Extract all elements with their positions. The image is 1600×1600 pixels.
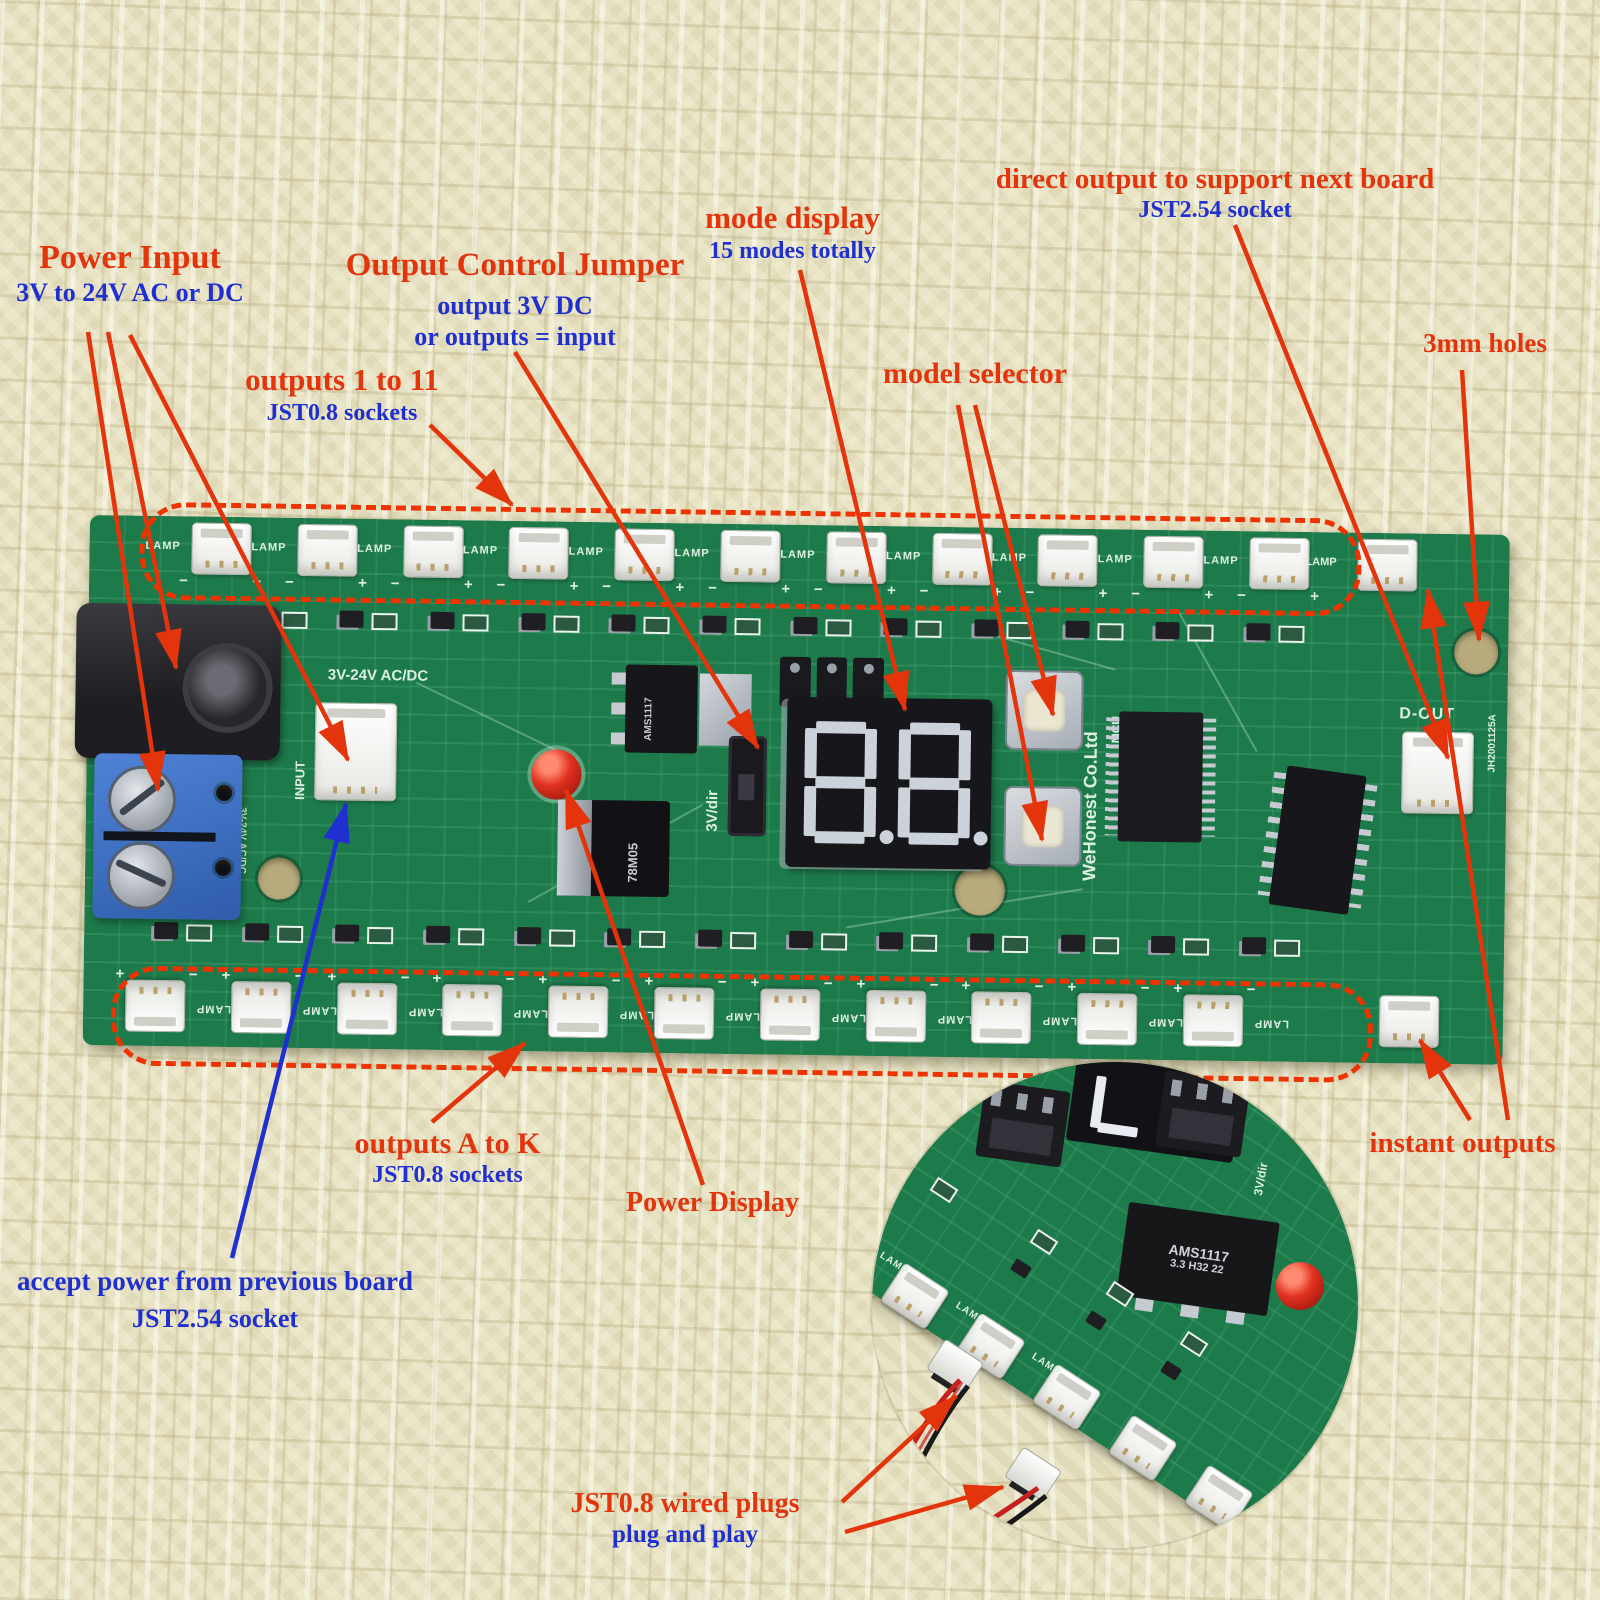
mcu-chip bbox=[1117, 711, 1204, 843]
power-led bbox=[531, 749, 582, 800]
outputs-1-11-dashed-outline bbox=[138, 501, 1363, 617]
d-out-socket bbox=[1400, 731, 1475, 815]
annotation-subtitle: JST0.8 sockets bbox=[372, 1162, 523, 1189]
annotation-instant-outputs: instant outputs bbox=[1355, 1126, 1570, 1160]
smd-components bbox=[521, 609, 583, 636]
smd-row-bottom bbox=[154, 918, 1304, 960]
annotation-wired-plugs: JST0.8 wired plugs plug and play bbox=[520, 1487, 850, 1550]
smd-components bbox=[426, 922, 488, 949]
smd-components bbox=[339, 607, 402, 634]
annotation-line1: output 3V DC bbox=[437, 290, 593, 320]
smd-components bbox=[1241, 933, 1304, 960]
output-control-jumper-block bbox=[727, 735, 767, 837]
annotation-3mm-holes: 3mm holes bbox=[1400, 328, 1570, 360]
annotation-direct-output: direct output to support next board JST2… bbox=[935, 162, 1495, 225]
annotation-line2: or outputs = input bbox=[414, 321, 616, 351]
instant-output-socket-top bbox=[1357, 538, 1418, 592]
inset-wired-plug bbox=[1003, 1446, 1063, 1502]
annotation-outputs-a-k: outputs A to K JST0.8 sockets bbox=[330, 1126, 565, 1190]
annotation-accept-power: accept power from previous board JST2.54… bbox=[0, 1266, 430, 1335]
jumper-silkscreen: 3V/dir bbox=[703, 789, 722, 832]
digit bbox=[803, 721, 894, 845]
mounting-hole-3mm bbox=[1453, 630, 1499, 675]
mounting-hole-3mm bbox=[954, 865, 1006, 916]
led-controller-board: LAMP − + LAMP − + LAMP − + LAMP − + LAMP… bbox=[74, 501, 1510, 1083]
78m05-marking: 78M05 bbox=[624, 842, 641, 883]
inset-power-led bbox=[1276, 1262, 1324, 1310]
annotation-title: Power Display bbox=[626, 1187, 799, 1218]
annotation-mode-display: mode display 15 modes totally bbox=[685, 200, 900, 265]
dc-barrel-jack bbox=[74, 602, 282, 761]
annotation-line2: JST2.54 socket bbox=[131, 1303, 299, 1333]
driver-chip bbox=[1268, 765, 1367, 915]
closeup-inset-photo: 3V/dir AMS1117 3.3 H32 22 LAMP LAMP LAMP bbox=[872, 1062, 1358, 1548]
smd-components bbox=[1151, 932, 1213, 959]
smd-components bbox=[1060, 931, 1122, 958]
annotation-model-selector: model selector bbox=[860, 356, 1090, 391]
voltage-silkscreen: 3V-24V AC/DC bbox=[327, 666, 429, 685]
screw-terminal-block bbox=[92, 753, 243, 921]
smd-components bbox=[1064, 617, 1127, 644]
annotation-subtitle: JST0.8 sockets bbox=[266, 399, 418, 426]
smd-components bbox=[974, 615, 1036, 642]
brand-silkscreen: WeHonest Co.Ltd bbox=[1078, 731, 1102, 882]
smd-components bbox=[883, 614, 946, 641]
mounting-hole-3mm bbox=[257, 857, 301, 900]
mode-display-7seg: 8.8. bbox=[785, 696, 993, 870]
instant-output-socket-bottom bbox=[1378, 995, 1440, 1048]
annotation-output-control-jumper: Output Control Jumper output 3V DC or ou… bbox=[330, 246, 700, 352]
smd-components bbox=[793, 613, 855, 640]
terminal-screw bbox=[106, 841, 176, 911]
annotation-subtitle: plug and play bbox=[612, 1521, 758, 1549]
smd-components bbox=[607, 924, 669, 951]
terminal-screw bbox=[107, 765, 177, 835]
inset-pin-header bbox=[975, 1080, 1071, 1168]
annotation-title: instant outputs bbox=[1369, 1127, 1556, 1159]
annotation-outputs-1-11: outputs 1 to 11 JST0.8 sockets bbox=[222, 362, 462, 427]
annotation-line1: accept power from previous board bbox=[17, 1266, 413, 1296]
dout-silkscreen: D-OUT bbox=[1399, 705, 1456, 724]
smd-components bbox=[430, 608, 492, 635]
annotation-subtitle: 15 modes totally bbox=[709, 237, 876, 264]
smd-components bbox=[335, 920, 397, 947]
smd-components bbox=[879, 928, 941, 955]
input-jst-socket bbox=[314, 702, 398, 802]
inset-pin-header bbox=[1155, 1070, 1251, 1158]
board-code-silkscreen: JH2001125A bbox=[1486, 714, 1499, 773]
smd-components bbox=[244, 919, 307, 946]
annotation-power-display: Power Display bbox=[615, 1186, 810, 1219]
inset-ams1117-chip: AMS1117 3.3 H32 22 bbox=[1116, 1201, 1280, 1317]
smd-components bbox=[697, 926, 760, 953]
ams1117-regulator bbox=[624, 664, 698, 754]
smd-components bbox=[154, 918, 216, 945]
annotation-subtitle: 3V to 24V AC or DC bbox=[16, 278, 244, 308]
digit bbox=[897, 722, 988, 846]
mode-select-button-up bbox=[1004, 669, 1084, 751]
annotation-title: JST0.8 wired plugs bbox=[570, 1488, 800, 1519]
annotation-title: outputs A to K bbox=[354, 1127, 541, 1160]
78m05-regulator bbox=[556, 799, 671, 898]
annotation-subtitle: JST2.54 socket bbox=[1138, 197, 1292, 224]
annotation-title: Power Input bbox=[39, 239, 221, 276]
annotation-title: mode display bbox=[705, 200, 880, 235]
smd-components bbox=[1155, 618, 1218, 645]
annotation-title: outputs 1 to 11 bbox=[245, 362, 439, 397]
annotation-title: 3mm holes bbox=[1423, 328, 1547, 358]
smd-components bbox=[516, 923, 579, 950]
dc-jack-opening bbox=[181, 642, 274, 734]
smd-components bbox=[702, 612, 764, 639]
smd-components bbox=[788, 927, 851, 954]
annotation-title: direct output to support next board bbox=[995, 163, 1435, 195]
ams1117-marking: AMS1117 bbox=[642, 697, 655, 741]
smd-components bbox=[611, 610, 674, 637]
smd-components bbox=[1246, 619, 1308, 646]
input-silkscreen-vertical: INPUT bbox=[292, 760, 308, 801]
smd-components bbox=[969, 929, 1032, 956]
annotation-title: Output Control Jumper bbox=[345, 247, 685, 283]
annotation-power-input: Power Input 3V to 24V AC or DC bbox=[0, 238, 260, 309]
mode-select-button-down bbox=[1003, 785, 1083, 867]
annotation-title: model selector bbox=[882, 357, 1068, 390]
